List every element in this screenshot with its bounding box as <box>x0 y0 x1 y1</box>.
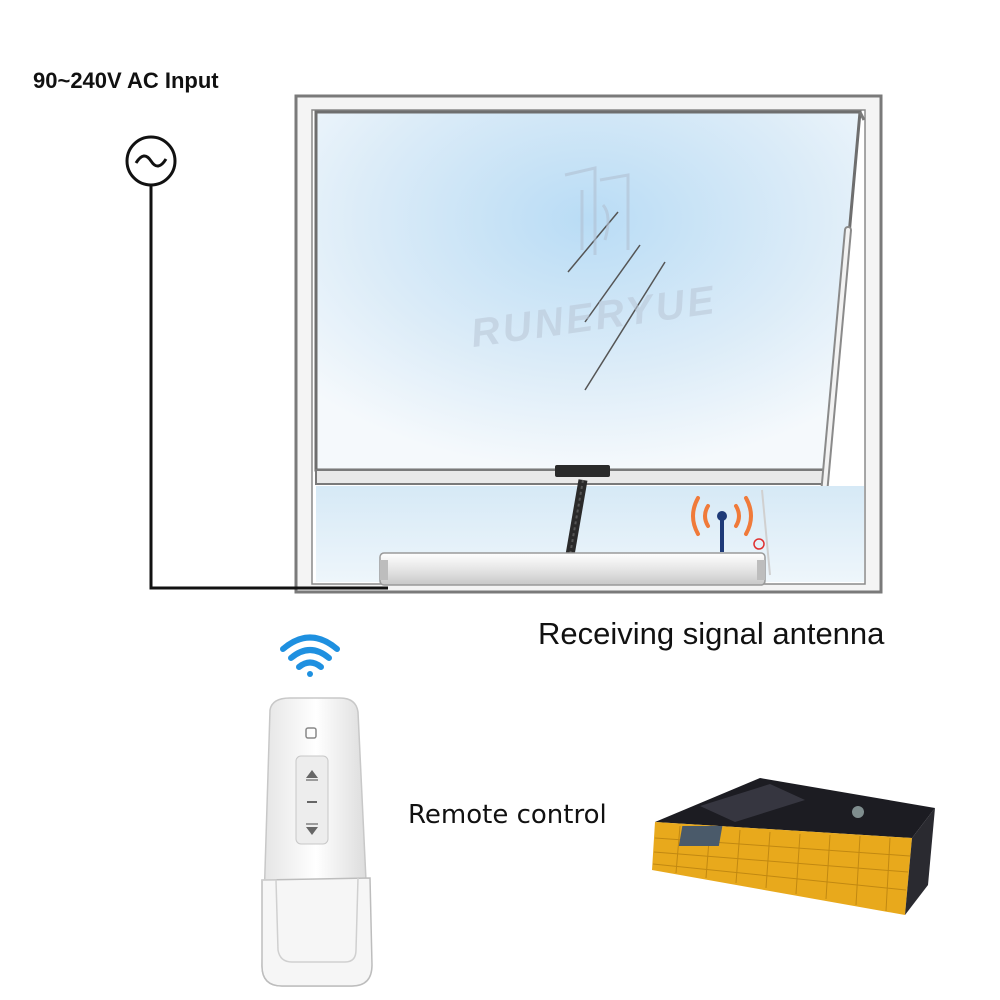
window-sash <box>314 110 866 564</box>
down-arrow-icon <box>306 827 318 835</box>
power-wire <box>149 185 388 590</box>
wifi-icon <box>280 634 340 677</box>
up-arrow-icon <box>306 770 318 778</box>
remote-control <box>261 697 373 987</box>
ac-input-label: 90~240V AC Input <box>33 68 219 93</box>
watermark-logo <box>564 166 630 255</box>
glass-reflections <box>567 211 666 391</box>
product-box <box>652 778 935 915</box>
ac-source-icon <box>125 135 177 187</box>
remote-control-label: Remote control <box>408 800 607 830</box>
chain-actuator <box>379 538 766 586</box>
actuator-chain <box>565 479 588 556</box>
sash-bracket <box>555 465 610 477</box>
antenna-label: Receiving signal antenna <box>538 616 885 651</box>
radio-signal-icon <box>691 496 753 552</box>
